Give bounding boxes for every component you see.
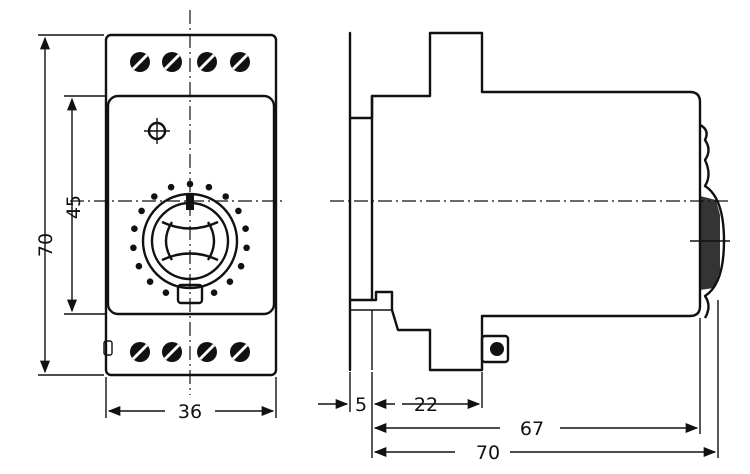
- dial-scale-dot: [237, 262, 245, 270]
- dimension-lines: [38, 34, 719, 458]
- terminal-screw-icon: [162, 342, 182, 362]
- terminal-screw-icon: [130, 52, 150, 72]
- dial-scale-dot: [222, 193, 229, 200]
- dial-scale-dot: [131, 225, 138, 232]
- dim-label-height-overall: 70: [35, 233, 57, 257]
- terminal-screw-icon: [230, 342, 250, 362]
- dial-scale-dot: [130, 244, 137, 252]
- dial-scale-dot: [242, 225, 249, 232]
- terminal-screw-icon: [130, 342, 150, 362]
- top-terminal-row: [130, 52, 250, 72]
- dial-scale-dot: [235, 207, 242, 215]
- dial-scale-dot: [226, 278, 234, 286]
- dial-scale-dot: [146, 278, 154, 286]
- side-dial-knob: [690, 123, 730, 319]
- dim-label-depth-overall: 70: [476, 442, 500, 464]
- indicator-led-icon: [144, 118, 170, 144]
- dial-scale-dot: [135, 262, 143, 270]
- dial-scale-dot: [205, 183, 213, 191]
- terminal-screw-icon: [162, 52, 182, 72]
- dial-scale-dot: [162, 289, 170, 297]
- dim-label-depth-body: 67: [520, 418, 544, 440]
- side-view: [330, 31, 732, 372]
- dial-scale-dot: [151, 193, 158, 200]
- dial-scale-dot: [243, 244, 250, 252]
- terminal-screw-icon: [230, 52, 250, 72]
- dial-scale-dots: [130, 180, 250, 297]
- dial-scale-dot: [138, 207, 145, 215]
- dial-scale-dot: [210, 289, 218, 297]
- dial-scale-dot: [167, 183, 175, 191]
- front-panel: [106, 94, 276, 316]
- terminal-screw-icon: [197, 52, 217, 72]
- side-housing-outline: [348, 31, 702, 372]
- dim-label-rail-width: 22: [414, 394, 438, 416]
- front-housing-outline: [104, 33, 278, 377]
- rail-latch: [103, 340, 113, 356]
- dim-label-width-front: 36: [178, 401, 202, 423]
- dim-label-rail-offset: 5: [355, 394, 367, 416]
- terminal-screw-icon: [197, 342, 217, 362]
- mounting-screw-icon: [480, 334, 510, 364]
- front-view: [70, 10, 285, 395]
- dim-label-height-front: 45: [63, 195, 85, 219]
- bottom-terminal-row: [103, 340, 250, 362]
